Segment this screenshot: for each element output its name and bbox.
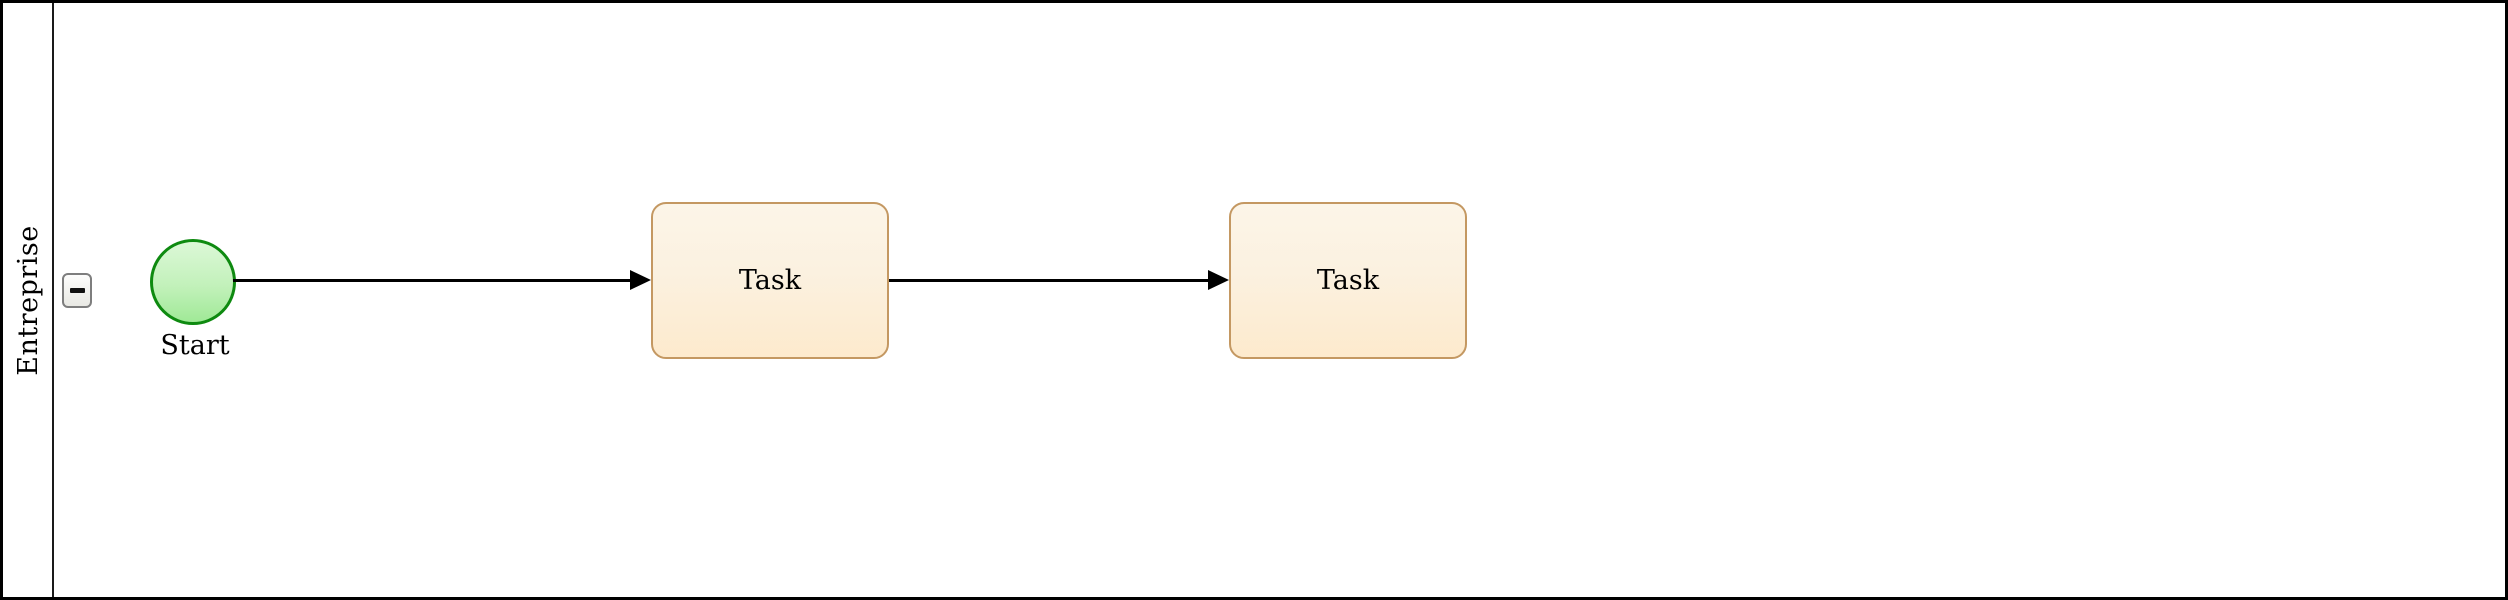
task-2-label: Task xyxy=(1316,265,1380,296)
pool-collapse-button[interactable] xyxy=(62,273,92,308)
sequence-flow-start-task1[interactable] xyxy=(233,279,631,282)
task-node-1[interactable]: Task xyxy=(651,202,889,359)
start-event-node[interactable] xyxy=(150,239,236,325)
pool-name-label: Entreprise xyxy=(12,224,44,376)
task-node-2[interactable]: Task xyxy=(1229,202,1467,359)
arrowhead-icon xyxy=(1208,270,1229,290)
task-1-label: Task xyxy=(738,265,802,296)
arrowhead-icon xyxy=(630,270,651,290)
sequence-flow-task1-task2[interactable] xyxy=(889,279,1209,282)
minus-icon xyxy=(69,288,85,293)
pool-name-divider xyxy=(52,3,54,597)
pool-name-strip[interactable]: Entreprise xyxy=(3,3,53,597)
start-event-label: Start xyxy=(160,330,230,361)
